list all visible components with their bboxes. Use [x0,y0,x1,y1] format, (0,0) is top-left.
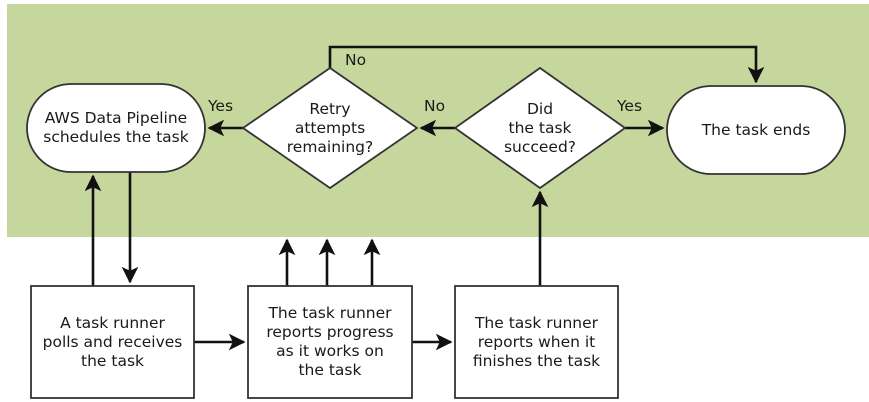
edge-label-retry-yes: Yes [208,97,234,115]
node-progress[interactable] [247,285,413,399]
edge-label-succeed-no: No [424,97,446,115]
node-ends[interactable] [666,85,846,175]
edge-label-retry-no: No [345,51,367,69]
node-finishes[interactable] [454,285,619,399]
node-schedules[interactable] [26,83,206,173]
node-polls[interactable] [30,285,195,399]
node-retry[interactable] [241,66,419,190]
node-succeed[interactable] [453,66,627,190]
edge-label-succeed-yes: Yes [617,97,643,115]
edge-retry-no-to-ends [328,45,765,84]
